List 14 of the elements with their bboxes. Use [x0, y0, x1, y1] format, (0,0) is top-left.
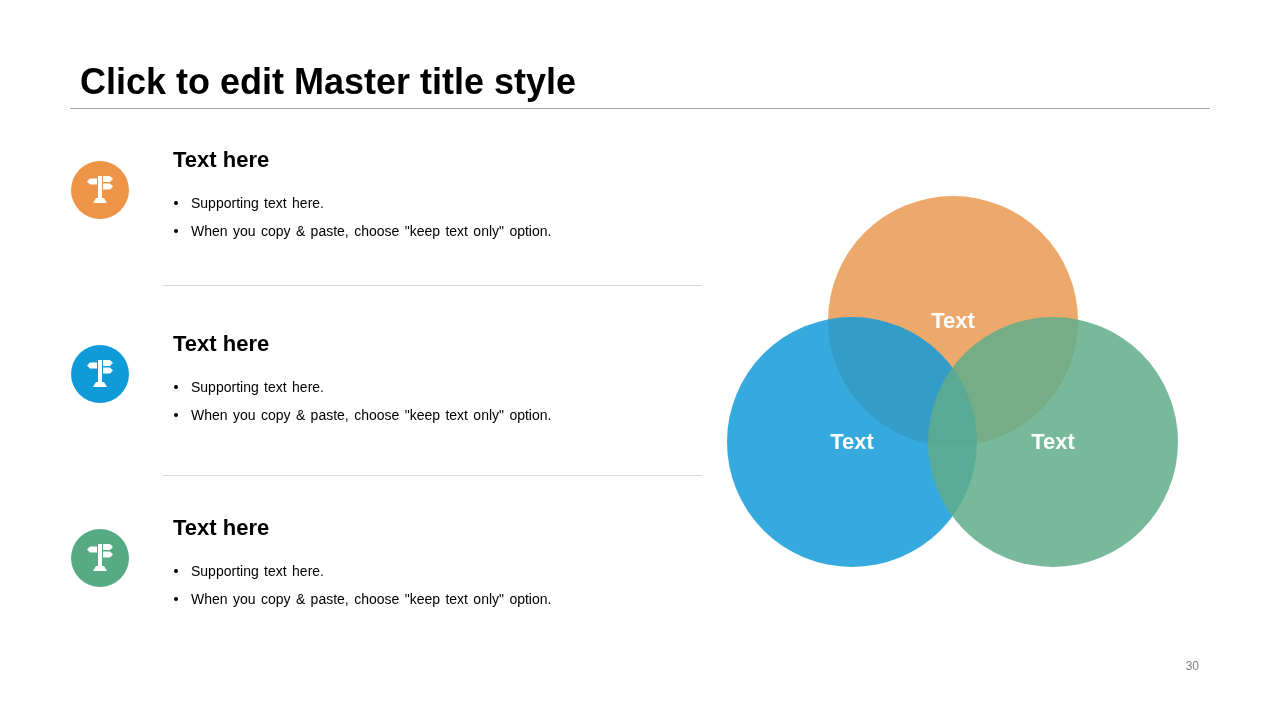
circle-label: Text — [1031, 429, 1075, 455]
circle-label: Text — [830, 429, 874, 455]
slide-title: Click to edit Master title style — [80, 60, 577, 104]
bullet-text: Supporting text here. — [191, 378, 324, 397]
circle-label: Text — [931, 308, 975, 334]
bullet-text: When you copy & paste, choose "keep text only" option. — [191, 590, 552, 609]
bullet-text: When you copy & paste, choose "keep text only" option. — [191, 222, 552, 241]
section-heading: Text here — [173, 514, 270, 542]
page-number: 30 — [1185, 658, 1199, 674]
section-heading: Text here — [173, 330, 270, 358]
bullet-text: Supporting text here. — [191, 562, 324, 581]
bullet-text: When you copy & paste, choose "keep text only" option. — [191, 406, 552, 425]
bullet-text: Supporting text here. — [191, 194, 324, 213]
section-heading: Text here — [173, 146, 270, 174]
